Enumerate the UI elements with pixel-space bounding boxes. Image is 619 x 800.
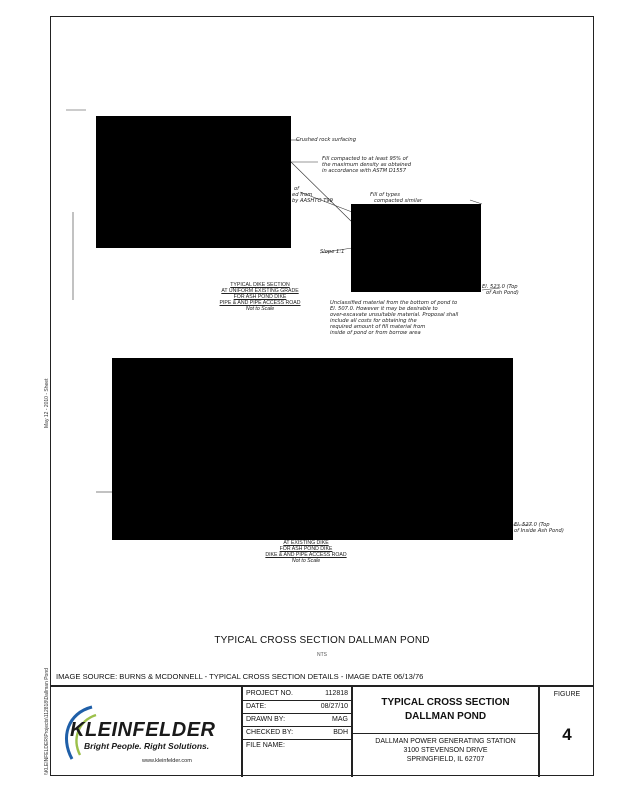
caption-line: AT EXISTING DIKE <box>283 540 329 546</box>
figure-number: 4 <box>562 725 572 744</box>
section-caption-lower: AT EXISTING DIKE FOR ASH POND DIKE DIKE … <box>236 540 376 564</box>
site-line3: SPRINGFIELD, IL 62707 <box>406 756 485 763</box>
redacted-area <box>112 358 513 540</box>
section-caption-upper: TYPICAL DIKE SECTION AT UNIFORM EXISTING… <box>190 282 330 312</box>
row-drawn-by: DRAWN BY: MAG <box>243 713 351 727</box>
project-no-value: 112818 <box>325 690 348 697</box>
note-partial-1: of <box>294 186 300 192</box>
checked-by-value: BDH <box>333 729 348 736</box>
note-elevation-inside-1: El. 527.0 (Top <box>514 522 550 528</box>
note-unclassified-4: include all costs for obtaining the <box>330 318 417 324</box>
title-block: KLEINFELDER Bright People. Right Solutio… <box>50 685 594 777</box>
note-unclassified-1: Unclassified material from the bottom of… <box>330 300 458 306</box>
note-elevation-inside-2: of Inside Ash Pond) <box>514 528 564 534</box>
drawn-by-label: DRAWN BY: <box>246 716 286 723</box>
note-fill-compaction-3: in accordance with ASTM D1557 <box>322 168 407 174</box>
title-area: TYPICAL CROSS SECTION DALLMAN POND <box>353 687 538 734</box>
caption-line: DIKE & AND PIPE ACCESS ROAD <box>265 552 347 558</box>
row-date: DATE: 08/27/10 <box>243 700 351 714</box>
note-partial-2: ed from <box>292 192 313 198</box>
drawing-title-cell: TYPICAL CROSS SECTION DALLMAN POND DALLM… <box>352 686 539 777</box>
caption-scale: Not to Scale <box>245 306 275 312</box>
project-info-cell: PROJECT NO. 112818 DATE: 08/27/10 DRAWN … <box>242 686 352 777</box>
note-elevation-top-pond-2: of Ash Pond) <box>486 290 519 296</box>
site-line1: DALLMAN POWER GENERATING STATION <box>375 738 516 745</box>
note-partial-3: by AASHTO T99 <box>292 198 333 204</box>
row-checked-by: CHECKED BY: BDH <box>243 726 351 740</box>
caption-scale: Not to Scale <box>291 558 321 564</box>
note-unclassified-3: over-excavate unsuitable material. Propo… <box>330 312 459 318</box>
figure-title: TYPICAL CROSS SECTION DALLMAN POND <box>214 635 430 646</box>
caption-line: FOR ASH POND DIKE <box>233 294 287 300</box>
note-fill-types-1: Fill of types <box>370 192 400 198</box>
note-unclassified-2: El. 507.0. However it may be desirable t… <box>330 306 438 312</box>
date-label: DATE: <box>246 703 267 710</box>
logo-wordmark: KLEINFELDER <box>70 719 216 741</box>
note-fill-types-2: compacted similar <box>374 198 422 204</box>
date-value: 08/27/10 <box>320 703 348 710</box>
site-address: DALLMAN POWER GENERATING STATION 3100 ST… <box>353 737 538 764</box>
image-source-note: IMAGE SOURCE: BURNS & MCDONNELL - TYPICA… <box>56 672 424 681</box>
checked-by-label: CHECKED BY: <box>246 729 294 736</box>
figure-label: FIGURE <box>553 691 581 698</box>
note-slope: Slope 1:1 <box>320 249 345 255</box>
redacted-area <box>96 116 291 248</box>
note-fill-compaction-1: Fill compacted to at least 95% of <box>322 156 408 162</box>
note-elevation-top-pond-1: El. 523.0 (Top <box>482 284 518 290</box>
project-no-label: PROJECT NO. <box>246 690 293 697</box>
redacted-area <box>351 204 481 292</box>
logo-tagline: Bright People. Right Solutions. <box>84 741 210 751</box>
figure-scale: NTS <box>317 652 327 658</box>
row-project-no: PROJECT NO. 112818 <box>243 687 351 701</box>
logo-url: www.kleinfelder.com <box>142 758 192 764</box>
note-unclassified-5: required amount of fill material from <box>330 324 426 330</box>
figure-number-cell: FIGURE 4 <box>539 686 594 777</box>
note-fill-compaction-2: the maximum density as obtained <box>322 162 412 168</box>
drawing-title-line1: TYPICAL CROSS SECTION <box>381 697 510 708</box>
site-line2: 3100 STEVENSON DRIVE <box>403 747 488 754</box>
row-file-name: FILE NAME: <box>243 739 351 752</box>
caption-line: FOR ASH POND DIKE <box>279 546 333 552</box>
caption-line: TYPICAL DIKE SECTION <box>230 282 290 288</box>
drawn-by-value: MAG <box>332 716 348 723</box>
logo-cell: KLEINFELDER Bright People. Right Solutio… <box>50 686 242 777</box>
note-unclassified-6: inside of pond or from borrow area <box>330 330 421 336</box>
drawing-sheet <box>50 16 594 776</box>
kleinfelder-swoosh-icon <box>65 705 97 760</box>
caption-line: AT UNIFORM EXISTING GRADE <box>221 288 299 294</box>
drawing-title-line2: DALLMAN POND <box>404 711 487 722</box>
file-name-label: FILE NAME: <box>246 742 285 749</box>
caption-line: PIPE & AND PIPE ACCESS ROAD <box>219 300 301 306</box>
note-crushed-rock: Crushed rock surfacing <box>296 137 356 143</box>
